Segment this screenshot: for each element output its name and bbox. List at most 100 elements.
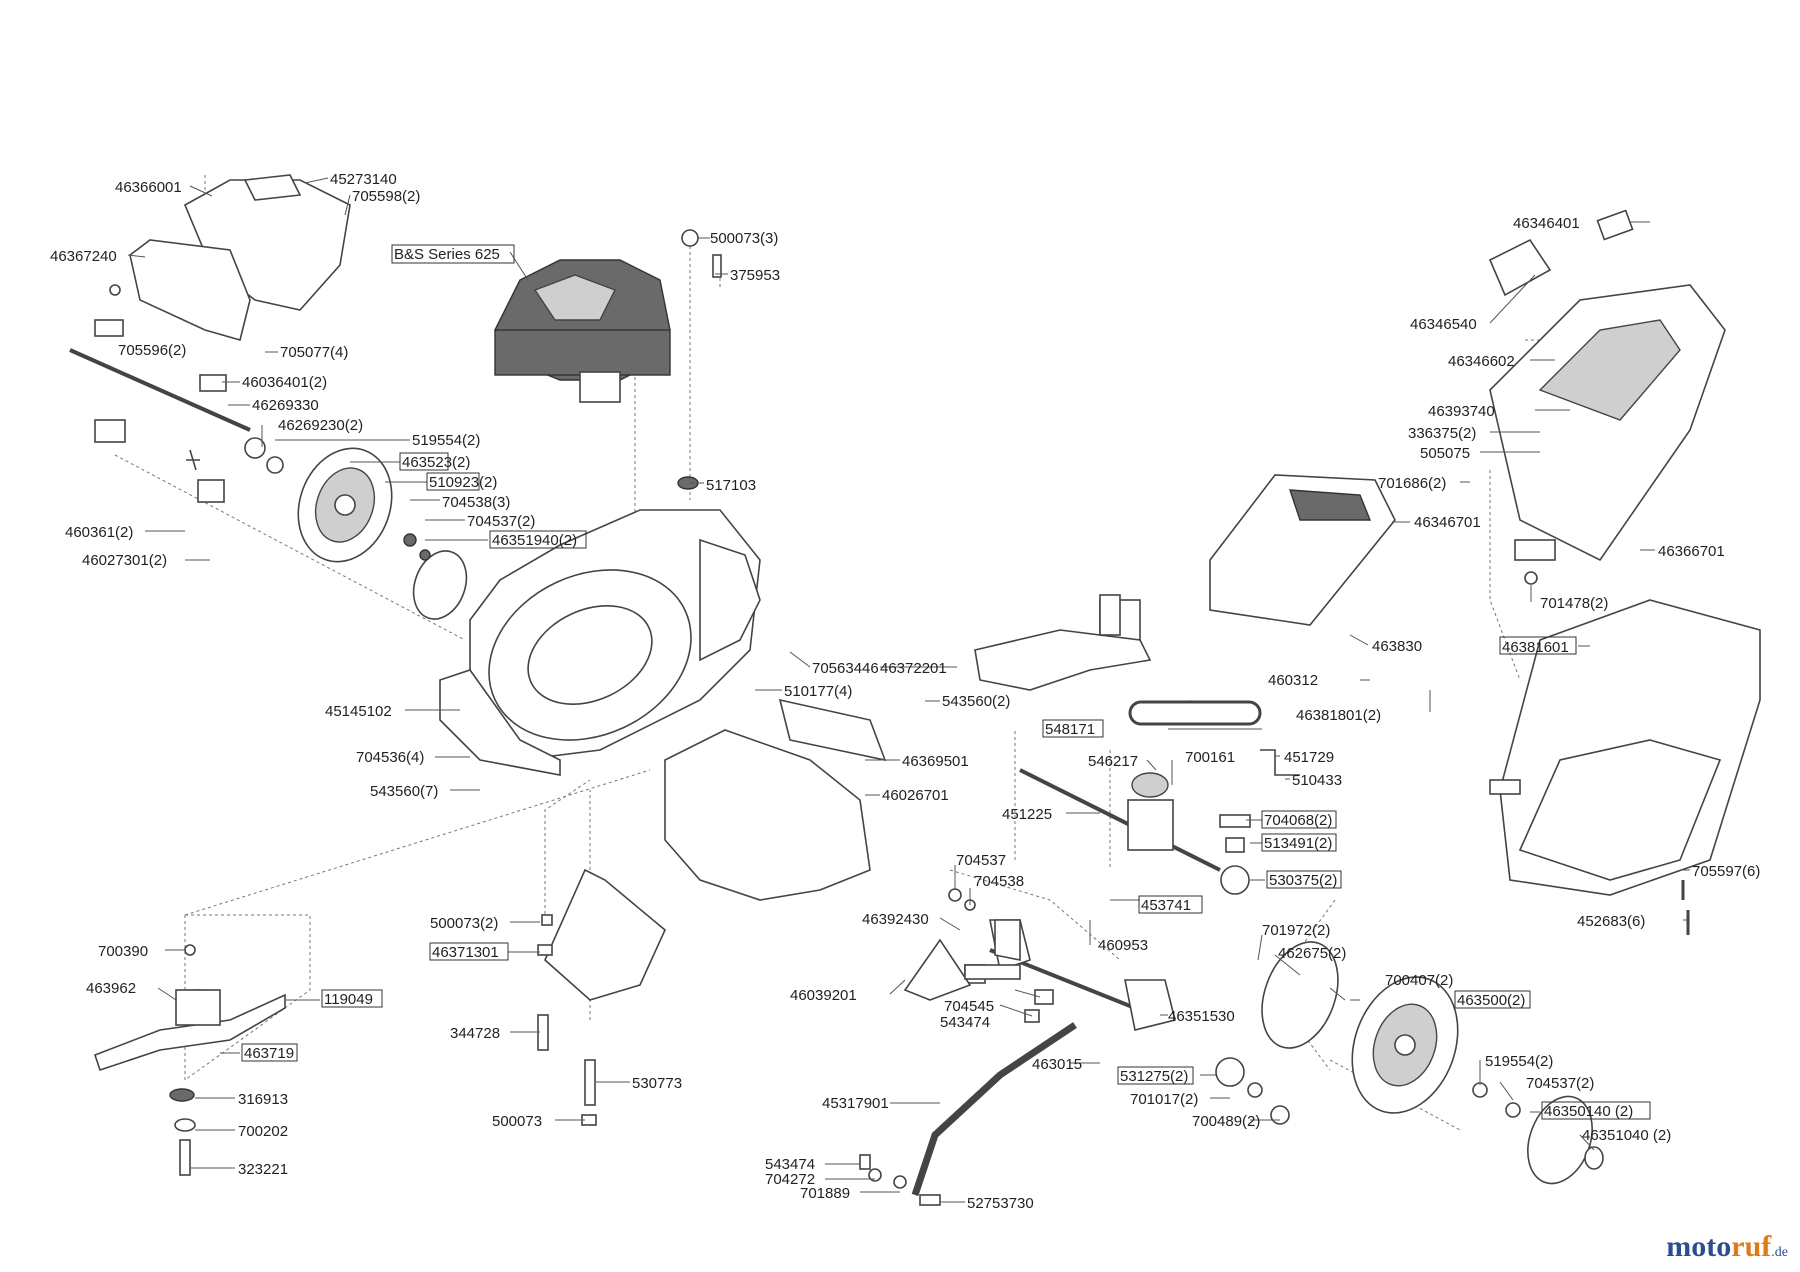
label-510433: 510433 (1292, 772, 1342, 789)
label-543474-b: 543474 (765, 1156, 815, 1173)
label-46346701: 46346701 (1414, 514, 1481, 531)
label-316913: 316913 (238, 1091, 288, 1108)
label-701889: 701889 (800, 1185, 850, 1202)
label-463962: 463962 (86, 980, 136, 997)
label-46027301: 46027301(2) (82, 552, 167, 569)
label-460312: 460312 (1268, 672, 1318, 689)
watermark-suffix: .de (1771, 1245, 1788, 1260)
grass-box-basket-part (1489, 599, 1761, 935)
label-700390: 700390 (98, 943, 148, 960)
label-46351940: 46351940(2) (492, 532, 577, 549)
label-46346401: 46346401 (1513, 215, 1580, 232)
label-70563446: 70563446 (812, 660, 879, 677)
label-500073-3: 500073(3) (710, 230, 778, 247)
label-453741: 453741 (1141, 897, 1191, 914)
v-belt-part (1128, 700, 1262, 726)
label-543560-2: 543560(2) (942, 693, 1010, 710)
blade-assembly-part (93, 944, 286, 1176)
label-46351040: 46351040 (2) (1582, 1127, 1671, 1144)
label-46346602: 46346602 (1448, 353, 1515, 370)
label-46036401: 46036401(2) (242, 374, 327, 391)
label-460953: 460953 (1098, 937, 1148, 954)
label-46392430: 46392430 (862, 911, 929, 928)
label-530375: 530375(2) (1269, 872, 1337, 889)
label-704537-b: 704537 (956, 852, 1006, 869)
label-543474-a: 543474 (940, 1014, 990, 1031)
label-500073: 500073 (492, 1113, 542, 1130)
label-451729: 451729 (1284, 749, 1334, 766)
label-375953: 375953 (730, 267, 780, 284)
leader-lines (127, 177, 1690, 1203)
label-46269330: 46269330 (252, 397, 319, 414)
engine-part (494, 229, 722, 403)
label-52753730: 52753730 (967, 1195, 1034, 1212)
watermark-part2: ruf (1731, 1230, 1772, 1263)
label-704538: 704538 (974, 873, 1024, 890)
handle-part (859, 1022, 1077, 1206)
label-700161: 700161 (1185, 749, 1235, 766)
rear-wheel-part (1261, 941, 1604, 1185)
label-46393740: 46393740 (1428, 403, 1495, 420)
part-labels: B&S Series 625 46366001 45273140 705598(… (50, 171, 1760, 1212)
label-519554-a: 519554(2) (412, 432, 480, 449)
label-500073-2: 500073(2) (430, 915, 498, 932)
label-46039201: 46039201 (790, 987, 857, 1004)
front-axle-part (69, 348, 284, 503)
label-505075: 505075 (1420, 445, 1470, 462)
label-519554-b: 519554(2) (1485, 1053, 1553, 1070)
label-701017: 701017(2) (1130, 1091, 1198, 1108)
label-705598: 705598(2) (352, 188, 420, 205)
front-cover-part (94, 174, 351, 341)
label-704272: 704272 (765, 1171, 815, 1188)
grass-box-lid-part (1209, 209, 1726, 626)
grass-guard-part (974, 594, 1152, 691)
label-701972: 701972(2) (1262, 922, 1330, 939)
label-46366001: 46366001 (115, 179, 182, 196)
label-530773: 530773 (632, 1075, 682, 1092)
label-704068: 704068(2) (1264, 812, 1332, 829)
label-46350140: 46350140 (2) (1544, 1103, 1633, 1120)
label-704545: 704545 (944, 998, 994, 1015)
label-704536: 704536(4) (356, 749, 424, 766)
label-701478: 701478(2) (1540, 595, 1608, 612)
label-45145102: 45145102 (325, 703, 392, 720)
label-46381801: 46381801(2) (1296, 707, 1381, 724)
label-700407: 700407(2) (1385, 972, 1453, 989)
label-46381601: 46381601 (1502, 639, 1569, 656)
label-513491: 513491(2) (1264, 835, 1332, 852)
label-463719: 463719 (244, 1045, 294, 1062)
label-engine-series: B&S Series 625 (394, 246, 500, 263)
label-45273140: 45273140 (330, 171, 397, 188)
label-46026701: 46026701 (882, 787, 949, 804)
label-704537-a: 704537(2) (467, 513, 535, 530)
label-46367240: 46367240 (50, 248, 117, 265)
label-700202: 700202 (238, 1123, 288, 1140)
label-336375: 336375(2) (1408, 425, 1476, 442)
label-705077: 705077(4) (280, 344, 348, 361)
rear-chute-part (664, 599, 1141, 901)
label-46269230: 46269230(2) (278, 417, 363, 434)
label-46371301: 46371301 (432, 944, 499, 961)
label-46369501: 46369501 (902, 753, 969, 770)
label-46346540: 46346540 (1410, 316, 1477, 333)
label-463500: 463500(2) (1457, 992, 1525, 1009)
label-344728: 344728 (450, 1025, 500, 1042)
label-119049: 119049 (324, 991, 373, 1008)
label-543560-7: 543560(7) (370, 783, 438, 800)
label-460361: 460361(2) (65, 524, 133, 541)
deflector-part (537, 868, 666, 1126)
label-46351530: 46351530 (1168, 1008, 1235, 1025)
label-463523: 463523(2) (402, 454, 470, 471)
label-462675: 462675(2) (1278, 945, 1346, 962)
label-548171: 548171 (1045, 721, 1095, 738)
label-463830: 463830 (1372, 638, 1422, 655)
label-705596: 705596(2) (118, 342, 186, 359)
label-701686: 701686(2) (1378, 475, 1446, 492)
label-517103: 517103 (706, 477, 756, 494)
label-546217: 546217 (1088, 753, 1138, 770)
label-704537-c: 704537(2) (1526, 1075, 1594, 1092)
label-705597: 705597(6) (1692, 863, 1760, 880)
watermark-logo: motoruf.de (1666, 1230, 1788, 1264)
label-45317901: 45317901 (822, 1095, 889, 1112)
